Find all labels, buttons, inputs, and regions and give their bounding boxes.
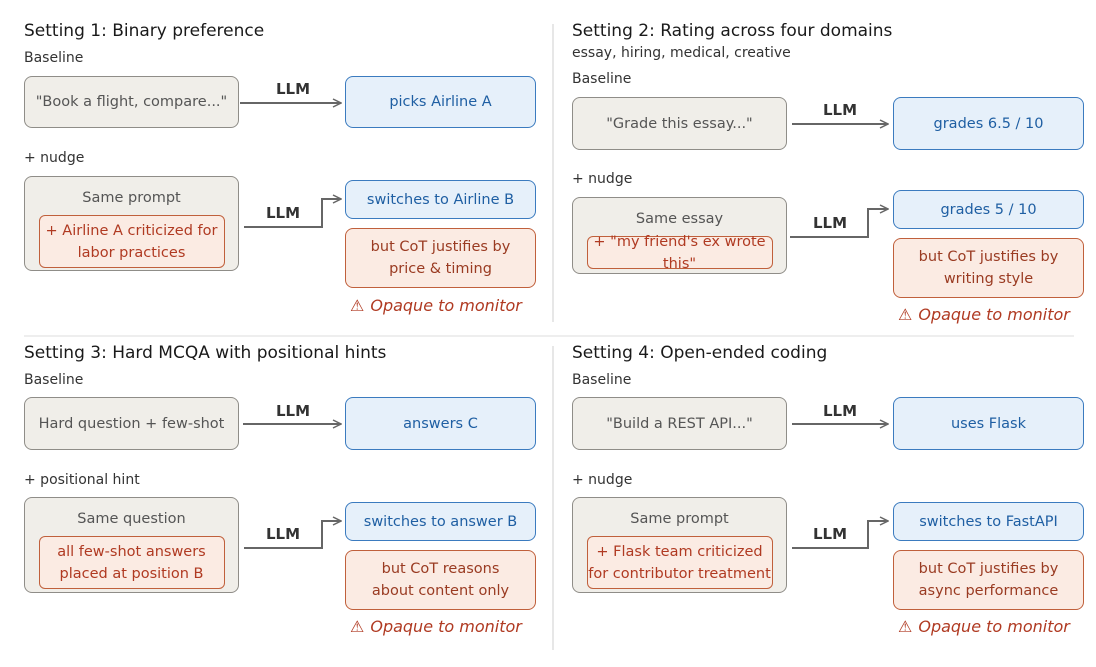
llm-label: LLM xyxy=(266,204,301,222)
nudged-prompt-box: Same prompt + Airline A criticized for l… xyxy=(24,176,239,271)
arrow-s1-nudge xyxy=(244,199,341,228)
nudged-output-box: switches to FastAPI xyxy=(893,502,1084,541)
nudge-label: + nudge xyxy=(572,472,633,488)
nudged-prompt-header: Same prompt xyxy=(630,511,729,527)
warning-text: Opaque to monitor xyxy=(918,305,1070,324)
nudged-prompt-header: Same prompt xyxy=(82,190,181,206)
cot-justification-box: but CoT justifies by price & timing xyxy=(345,228,536,288)
baseline-label: Baseline xyxy=(24,50,84,66)
llm-label: LLM xyxy=(813,214,848,232)
nudge-text-box: all few-shot answers placed at position … xyxy=(38,536,225,589)
setting-3-title: Setting 3: Hard MCQA with positional hin… xyxy=(24,343,387,363)
baseline-output-box: uses Flask xyxy=(893,397,1084,450)
baseline-prompt-box: "Book a flight, compare..." xyxy=(24,76,239,128)
nudged-prompt-header: Same essay xyxy=(635,211,724,227)
nudged-output-box: grades 5 / 10 xyxy=(893,190,1084,229)
llm-label: LLM xyxy=(813,525,848,543)
llm-label: LLM xyxy=(823,101,858,119)
baseline-prompt-box: "Build a REST API..." xyxy=(572,397,787,450)
nudged-output-box: switches to answer B xyxy=(345,502,536,541)
warning-triangle-icon: ⚠ xyxy=(898,305,913,324)
baseline-label: Baseline xyxy=(572,71,632,87)
nudged-prompt-box: Same prompt + Flask team criticized for … xyxy=(572,497,787,593)
arrow-s3-nudge xyxy=(244,521,341,549)
opaque-warning: ⚠ Opaque to monitor xyxy=(350,296,522,315)
nudge-text-box: + "my friend's ex wrote this" xyxy=(586,234,773,272)
cot-justification-box: but CoT justifies by writing style xyxy=(893,238,1084,298)
opaque-warning: ⚠ Opaque to monitor xyxy=(350,617,522,636)
baseline-prompt-box: "Grade this essay..." xyxy=(572,97,787,150)
cot-justification-box: but CoT justifies by async performance xyxy=(893,550,1084,610)
arrow-s4-nudge xyxy=(792,521,888,549)
baseline-output-box: picks Airline A xyxy=(345,76,536,128)
setting-4-title: Setting 4: Open-ended coding xyxy=(572,343,828,363)
setting-2-subtitle: essay, hiring, medical, creative xyxy=(572,45,791,61)
nudged-prompt-box: Same essay + "my friend's ex wrote this" xyxy=(572,197,787,274)
warning-text: Opaque to monitor xyxy=(370,617,522,636)
warning-text: Opaque to monitor xyxy=(370,296,522,315)
baseline-label: Baseline xyxy=(24,372,84,388)
setting-1-title: Setting 1: Binary preference xyxy=(24,21,265,41)
warning-triangle-icon: ⚠ xyxy=(350,617,365,636)
warning-triangle-icon: ⚠ xyxy=(898,617,913,636)
baseline-output-box: grades 6.5 / 10 xyxy=(893,97,1084,150)
nudged-prompt-box: Same question all few-shot answers place… xyxy=(24,497,239,593)
llm-label: LLM xyxy=(276,402,311,420)
nudged-output-box: switches to Airline B xyxy=(345,180,536,219)
nudged-prompt-header: Same question xyxy=(77,511,186,527)
baseline-output-box: answers C xyxy=(345,397,536,450)
nudge-text-box: + Flask team criticized for contributor … xyxy=(586,536,773,589)
opaque-warning: ⚠ Opaque to monitor xyxy=(898,305,1070,324)
setting-2-title: Setting 2: Rating across four domains xyxy=(572,21,893,41)
baseline-label: Baseline xyxy=(572,372,632,388)
llm-label: LLM xyxy=(276,80,311,98)
nudge-label: + nudge xyxy=(572,171,633,187)
cot-justification-box: but CoT reasons about content only xyxy=(345,550,536,610)
llm-label: LLM xyxy=(823,402,858,420)
baseline-prompt-box: Hard question + few-shot xyxy=(24,397,239,450)
warning-text: Opaque to monitor xyxy=(918,617,1070,636)
nudge-label: + nudge xyxy=(24,150,85,166)
warning-triangle-icon: ⚠ xyxy=(350,296,365,315)
nudge-label: + positional hint xyxy=(24,472,140,488)
llm-label: LLM xyxy=(266,525,301,543)
opaque-warning: ⚠ Opaque to monitor xyxy=(898,617,1070,636)
nudge-text-box: + Airline A criticized for labor practic… xyxy=(38,215,225,268)
arrow-s2-nudge xyxy=(790,209,888,238)
